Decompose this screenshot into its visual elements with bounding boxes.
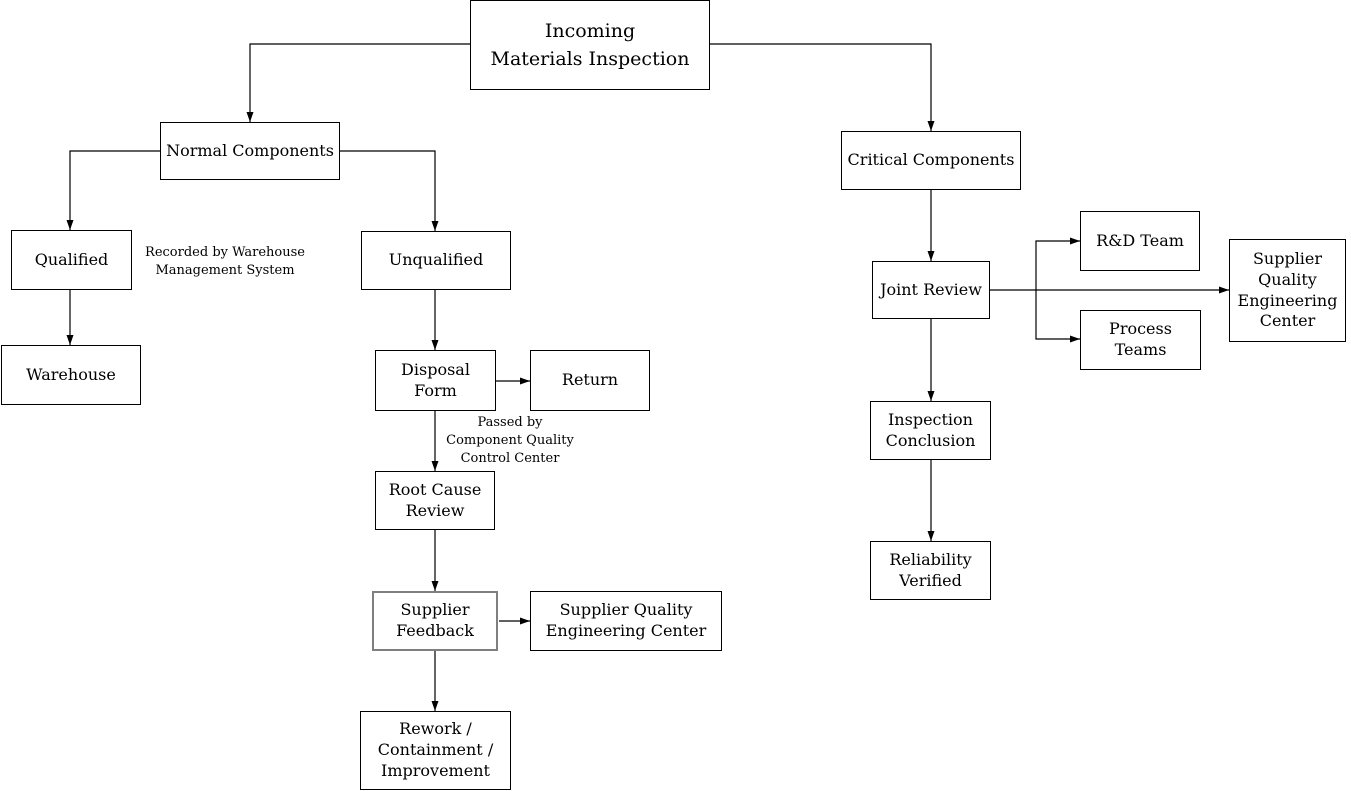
node-joint-review: Joint Review <box>872 261 990 319</box>
edge-normal-to-qualified <box>66 150 160 230</box>
node-disposal-form: Disposal Form <box>375 350 496 411</box>
node-incoming-materials-inspection: Incoming Materials Inspection <box>470 0 710 90</box>
node-rd-team: R&D Team <box>1080 211 1200 271</box>
node-critical-components: Critical Components <box>841 131 1021 190</box>
edge-normal-to-unqualified <box>340 150 439 231</box>
node-root-cause-review: Root Cause Review <box>375 471 495 530</box>
node-rework-containment-improvement: Rework / Containment / Improvement <box>360 711 511 790</box>
node-qualified: Qualified <box>11 230 132 290</box>
edge-incoming-to-normal <box>246 43 470 122</box>
node-supplier-feedback: Supplier Feedback <box>372 591 498 651</box>
edge-incoming-to-critical <box>710 43 935 131</box>
node-reliability-verified: Reliability Verified <box>870 541 991 600</box>
node-return: Return <box>530 350 650 411</box>
node-warehouse: Warehouse <box>1 345 141 405</box>
annotation-recorded-by-warehouse-management-system: Recorded by Warehouse Management System <box>145 245 305 278</box>
node-inspection-conclusion: Inspection Conclusion <box>870 401 991 460</box>
node-supplier-quality-engineering-center-review: Supplier Quality Engineering Center <box>1229 239 1346 342</box>
edge-joint-review-to-rd-team <box>1035 237 1080 290</box>
node-unqualified: Unqualified <box>361 231 511 290</box>
edge-joint-review-to-process-teams <box>1035 290 1080 343</box>
node-normal-components: Normal Components <box>160 122 340 180</box>
annotation-passed-by-component-quality-control-center: Passed by Component Quality Control Cent… <box>446 415 574 466</box>
node-supplier-quality-engineering-center-feedback: Supplier Quality Engineering Center <box>530 591 722 651</box>
node-process-teams: Process Teams <box>1080 310 1201 370</box>
